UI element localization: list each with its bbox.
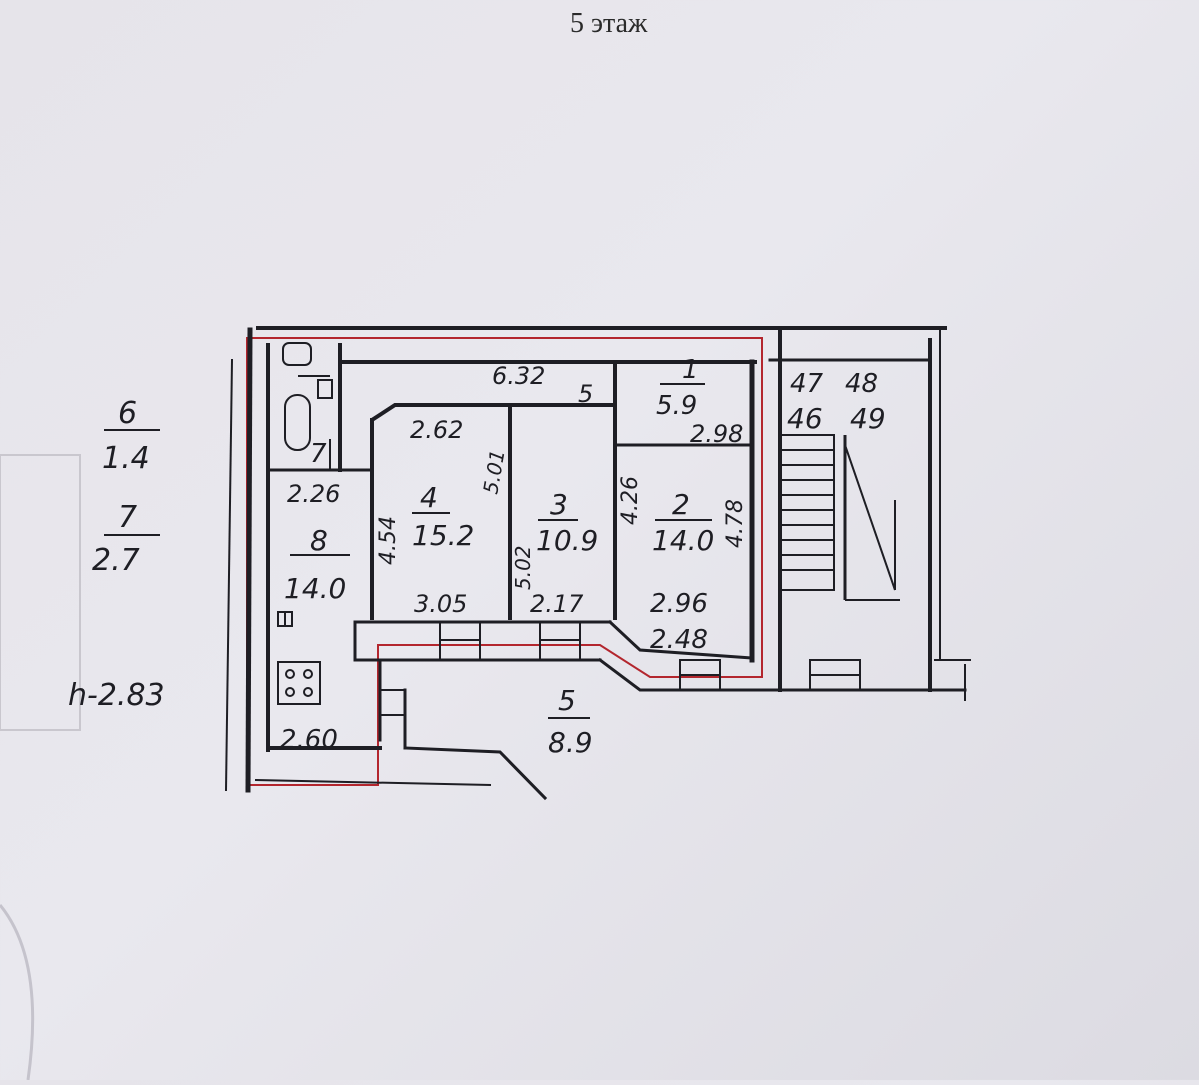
dimension-2-26: 2.26 <box>287 480 340 508</box>
room6-number: 6 <box>118 396 137 431</box>
room7-number: 7 <box>118 500 137 535</box>
room5-number: 5 <box>558 684 576 717</box>
dimension-2-96: 2.96 <box>650 589 708 619</box>
sink-icon <box>277 611 293 627</box>
room1-area: 5.9 <box>656 391 697 421</box>
room7-area: 2.7 <box>92 543 140 578</box>
room8-area: 14.0 <box>284 572 346 605</box>
staircase <box>779 434 900 601</box>
faint-margin-marks <box>0 454 81 731</box>
room5-area: 8.9 <box>548 726 593 759</box>
dimension-2-17: 2.17 <box>530 590 584 618</box>
ceiling-height: h-2.83 <box>68 678 165 713</box>
dimension-2-98: 2.98 <box>690 420 743 448</box>
dimension-2-60: 2.60 <box>280 725 338 755</box>
dimension-3-05: 3.05 <box>414 590 467 618</box>
dimension-6-32: 6.32 <box>492 362 545 390</box>
area-fraction-lines <box>104 383 712 719</box>
stamp-ring <box>0 904 35 1081</box>
dimension-2-62: 2.62 <box>410 416 463 444</box>
windows <box>380 621 861 716</box>
room2-number: 2 <box>672 488 690 521</box>
room6-area: 1.4 <box>102 441 150 476</box>
room3-area: 10.9 <box>536 524 598 557</box>
stair-number-48: 48 <box>845 369 878 399</box>
dimension-5-02: 5.02 <box>511 545 535 590</box>
room7-small-number: 7 <box>310 439 327 469</box>
stove-icon <box>277 661 321 705</box>
room4-number: 4 <box>420 481 438 514</box>
dimension-4-78: 4.78 <box>723 499 748 548</box>
stair-number-46: 46 <box>787 402 823 435</box>
room2-area: 14.0 <box>652 524 714 557</box>
room5-top-number: 5 <box>578 380 593 408</box>
room1-number: 1 <box>682 355 699 385</box>
room4-area: 15.2 <box>412 519 474 552</box>
bathroom-fixtures <box>282 342 333 451</box>
room3-number: 3 <box>550 488 568 521</box>
dimension-2-48: 2.48 <box>650 625 708 655</box>
dimension-4-54: 4.54 <box>376 516 401 565</box>
floor-title: 5 этаж <box>570 8 648 39</box>
stair-number-49: 49 <box>850 402 886 435</box>
room8-number: 8 <box>310 524 328 557</box>
dimension-5-01: 5.01 <box>478 448 509 496</box>
dimension-4-26: 4.26 <box>618 476 643 525</box>
stair-number-47: 47 <box>790 369 824 399</box>
